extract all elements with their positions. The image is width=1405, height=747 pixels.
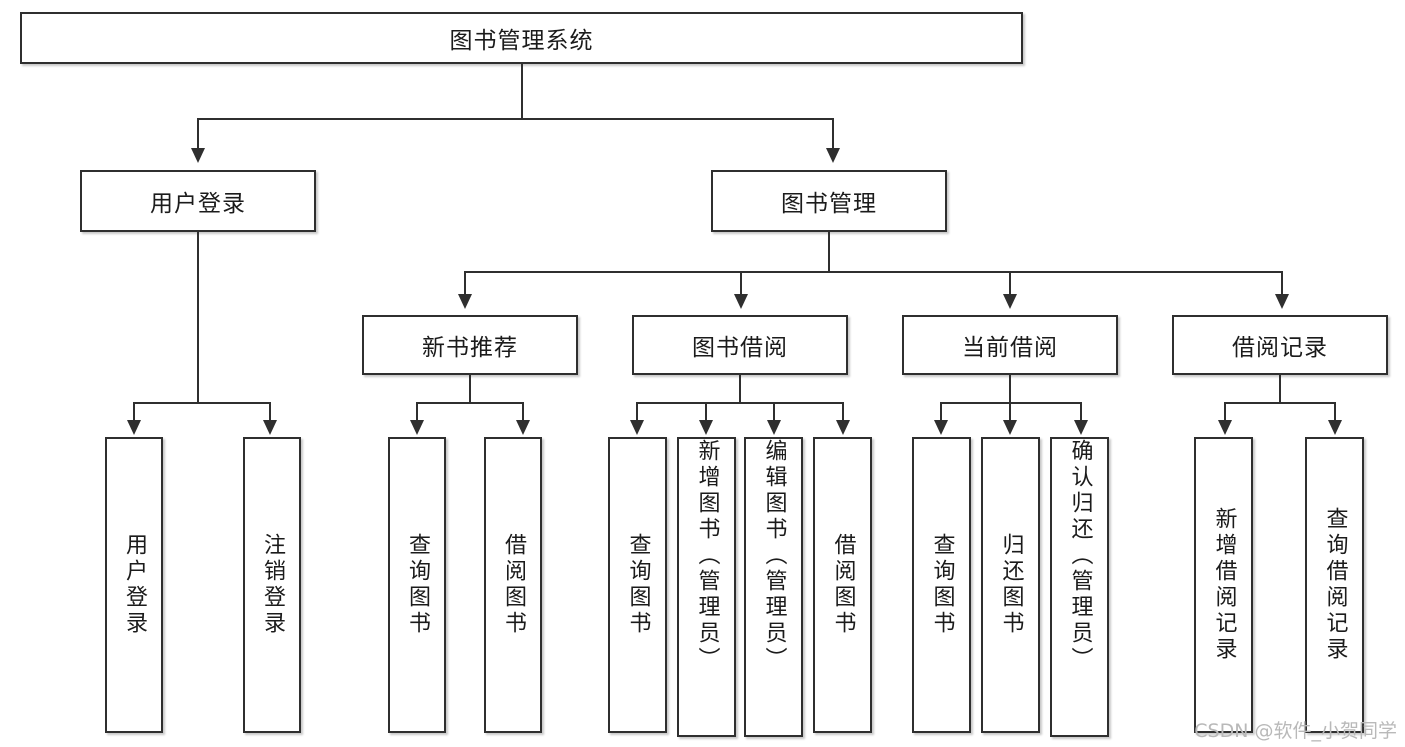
leaf-borrow-record-0[interactable]: 新增借阅记录 [1194,437,1253,733]
arrow-currentborrow-to-leaf-1 [1003,420,1017,435]
edge-borrowrecord-to-leaf-1 [1334,402,1336,422]
arrow-borrowrecord-to-leaf-0 [1218,420,1232,435]
node-root[interactable]: 图书管理系统 [20,12,1023,64]
edge-user-login-stem [197,232,199,403]
node-root-label: 图书管理系统 [449,28,594,54]
node-user-login-label: 用户登录 [150,191,246,217]
edge-root-to-user-login [197,118,199,150]
leaf-borrow-record-1-label: 查询借阅记录 [1322,507,1348,663]
arrow-bookborrow-to-leaf-3 [836,420,850,435]
leaf-book-borrow-1[interactable]: 新增图书（管理员） [677,437,736,737]
edge-bookborrow-to-leaf-0 [636,402,638,422]
arrow-bookborrow-to-leaf-2 [767,420,781,435]
node-current-borrow-label: 当前借阅 [962,335,1058,361]
leaf-user-login-0[interactable]: 用户登录 [105,437,163,733]
arrow-bm-to-l3-0 [458,294,472,309]
arrow-root-to-user-login [191,148,205,163]
leaf-book-borrow-0-label: 查询图书 [625,533,651,637]
leaf-current-borrow-0[interactable]: 查询图书 [912,437,971,733]
edge-bookborrow-to-leaf-2 [773,402,775,422]
node-new-book-recommend-label: 新书推荐 [422,335,518,361]
leaf-book-borrow-1-label: 新增图书（管理员） [694,439,720,673]
edge-book-manage-stem [828,232,830,272]
leaf-user-login-0-label: 用户登录 [122,533,147,637]
node-borrow-record[interactable]: 借阅记录 [1172,315,1388,375]
leaf-book-borrow-3-label: 借阅图书 [830,533,856,637]
leaf-new-book-1[interactable]: 借阅图书 [484,437,542,733]
arrow-user-login-to-leaf-0 [127,420,141,435]
edge-newbook-to-leaf-1 [522,402,524,422]
edge-newbook-to-leaf-0 [416,402,418,422]
node-book-borrow[interactable]: 图书借阅 [632,315,848,375]
arrow-bm-to-l3-3 [1275,294,1289,309]
leaf-new-book-0[interactable]: 查询图书 [388,437,446,733]
leaf-current-borrow-1[interactable]: 归还图书 [981,437,1040,733]
edge-user-login-to-leaf-0 [133,402,135,422]
node-borrow-record-label: 借阅记录 [1232,335,1328,361]
edge-currentborrow-to-leaf-1 [1009,402,1011,422]
arrow-bm-to-l3-1 [734,294,748,309]
leaf-book-borrow-2[interactable]: 编辑图书（管理员） [744,437,803,737]
node-book-borrow-label: 图书借阅 [692,335,788,361]
leaf-new-book-1-label: 借阅图书 [501,533,526,637]
edge-user-login-to-leaf-1 [269,402,271,422]
leaf-user-login-1[interactable]: 注销登录 [243,437,301,733]
edge-borrowrecord-to-leaf-0 [1224,402,1226,422]
leaf-book-borrow-0[interactable]: 查询图书 [608,437,667,733]
leaf-borrow-record-1[interactable]: 查询借阅记录 [1305,437,1364,733]
leaf-book-borrow-3[interactable]: 借阅图书 [813,437,872,733]
arrow-root-to-book-manage [826,148,840,163]
edge-bm-to-l3-2 [1009,271,1011,296]
edge-bookborrow-to-leaf-3 [842,402,844,422]
leaf-current-borrow-2[interactable]: 确认归还（管理员） [1050,437,1109,737]
edge-bookborrow-stem [739,375,741,403]
leaf-current-borrow-1-label: 归还图书 [998,533,1024,637]
arrow-currentborrow-to-leaf-0 [934,420,948,435]
edge-currentborrow-to-leaf-0 [940,402,942,422]
edge-currentborrow-bus [941,402,1081,404]
node-book-manage[interactable]: 图书管理 [711,170,947,232]
edge-currentborrow-to-leaf-2 [1080,402,1082,422]
edge-bookborrow-bus [637,402,843,404]
edge-borrowrecord-bus [1225,402,1335,404]
edge-root-stem [521,64,523,119]
node-new-book-recommend[interactable]: 新书推荐 [362,315,578,375]
edge-bm-to-l3-0 [464,271,466,296]
node-current-borrow[interactable]: 当前借阅 [902,315,1118,375]
arrow-bookborrow-to-leaf-0 [630,420,644,435]
edge-bookborrow-to-leaf-1 [705,402,707,422]
edge-bm-to-l3-1 [740,271,742,296]
edge-bm-to-l3-3 [1281,271,1283,296]
arrow-user-login-to-leaf-1 [263,420,277,435]
arrow-currentborrow-to-leaf-2 [1074,420,1088,435]
edge-root-bus [198,118,834,120]
node-user-login[interactable]: 用户登录 [80,170,316,232]
leaf-new-book-0-label: 查询图书 [405,533,430,637]
edge-root-to-book-manage [832,118,834,150]
node-book-manage-label: 图书管理 [781,191,877,217]
leaf-book-borrow-2-label: 编辑图书（管理员） [761,439,787,673]
edge-book-manage-bus [465,271,1283,273]
arrow-newbook-to-leaf-0 [410,420,424,435]
leaf-borrow-record-0-label: 新增借阅记录 [1211,507,1237,663]
arrow-bookborrow-to-leaf-1 [699,420,713,435]
arrow-bm-to-l3-2 [1003,294,1017,309]
leaf-current-borrow-2-label: 确认归还（管理员） [1067,439,1093,673]
leaf-user-login-1-label: 注销登录 [260,533,285,637]
edge-newbook-bus [417,402,523,404]
edge-borrowrecord-stem [1279,375,1281,403]
edge-currentborrow-stem [1009,375,1011,403]
leaf-current-borrow-0-label: 查询图书 [929,533,955,637]
edge-user-login-bus [134,402,270,404]
edge-newbook-stem [469,375,471,403]
arrow-borrowrecord-to-leaf-1 [1328,420,1342,435]
arrow-newbook-to-leaf-1 [516,420,530,435]
